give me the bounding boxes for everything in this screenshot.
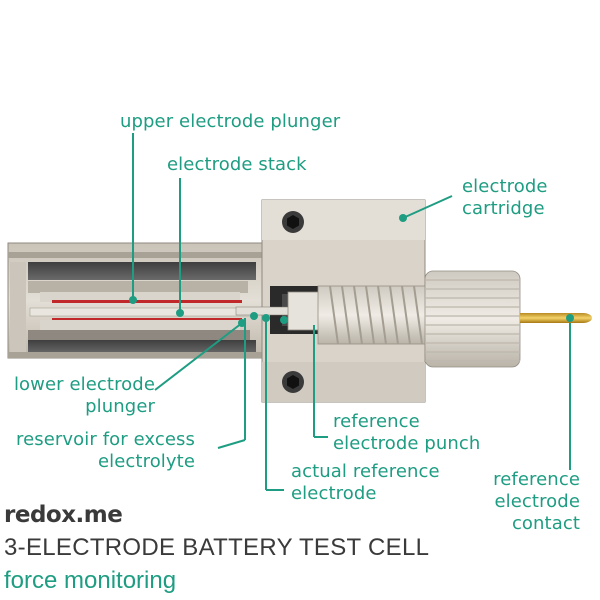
upper-electrode-plunger-label: upper electrode plunger	[120, 111, 341, 132]
electrode-stack-label: electrode stack	[167, 154, 307, 175]
top-hex-screw	[282, 211, 304, 233]
brand-logo: redox.me	[4, 502, 123, 528]
actual-reference-electrode-label: actual reference electrode	[291, 461, 440, 504]
bottom-hex-screw	[282, 371, 304, 393]
reference-electrode-punch-label: reference electrode punch	[333, 411, 481, 454]
leader-dots	[129, 214, 574, 327]
left-housing	[7, 242, 269, 359]
reservoir-label: reservoir for excess electrolyte	[15, 429, 195, 472]
knurled-knob	[424, 270, 521, 368]
reference-electrode-contact-label: reference electrode contact	[493, 469, 580, 534]
lower-red-layer	[52, 318, 242, 321]
lower-electrode-plunger-label: lower electrode plunger	[13, 374, 155, 417]
gold-contact-pin	[520, 313, 592, 323]
page-title: 3-ELECTRODE BATTERY TEST CELL	[4, 534, 430, 561]
upper-red-layer	[52, 300, 242, 303]
leader-lines	[132, 133, 571, 491]
electrode-cartridge-label: electrode cartridge	[462, 176, 548, 219]
page-subtitle: force monitoring	[4, 567, 177, 594]
threaded-screw	[317, 285, 431, 345]
